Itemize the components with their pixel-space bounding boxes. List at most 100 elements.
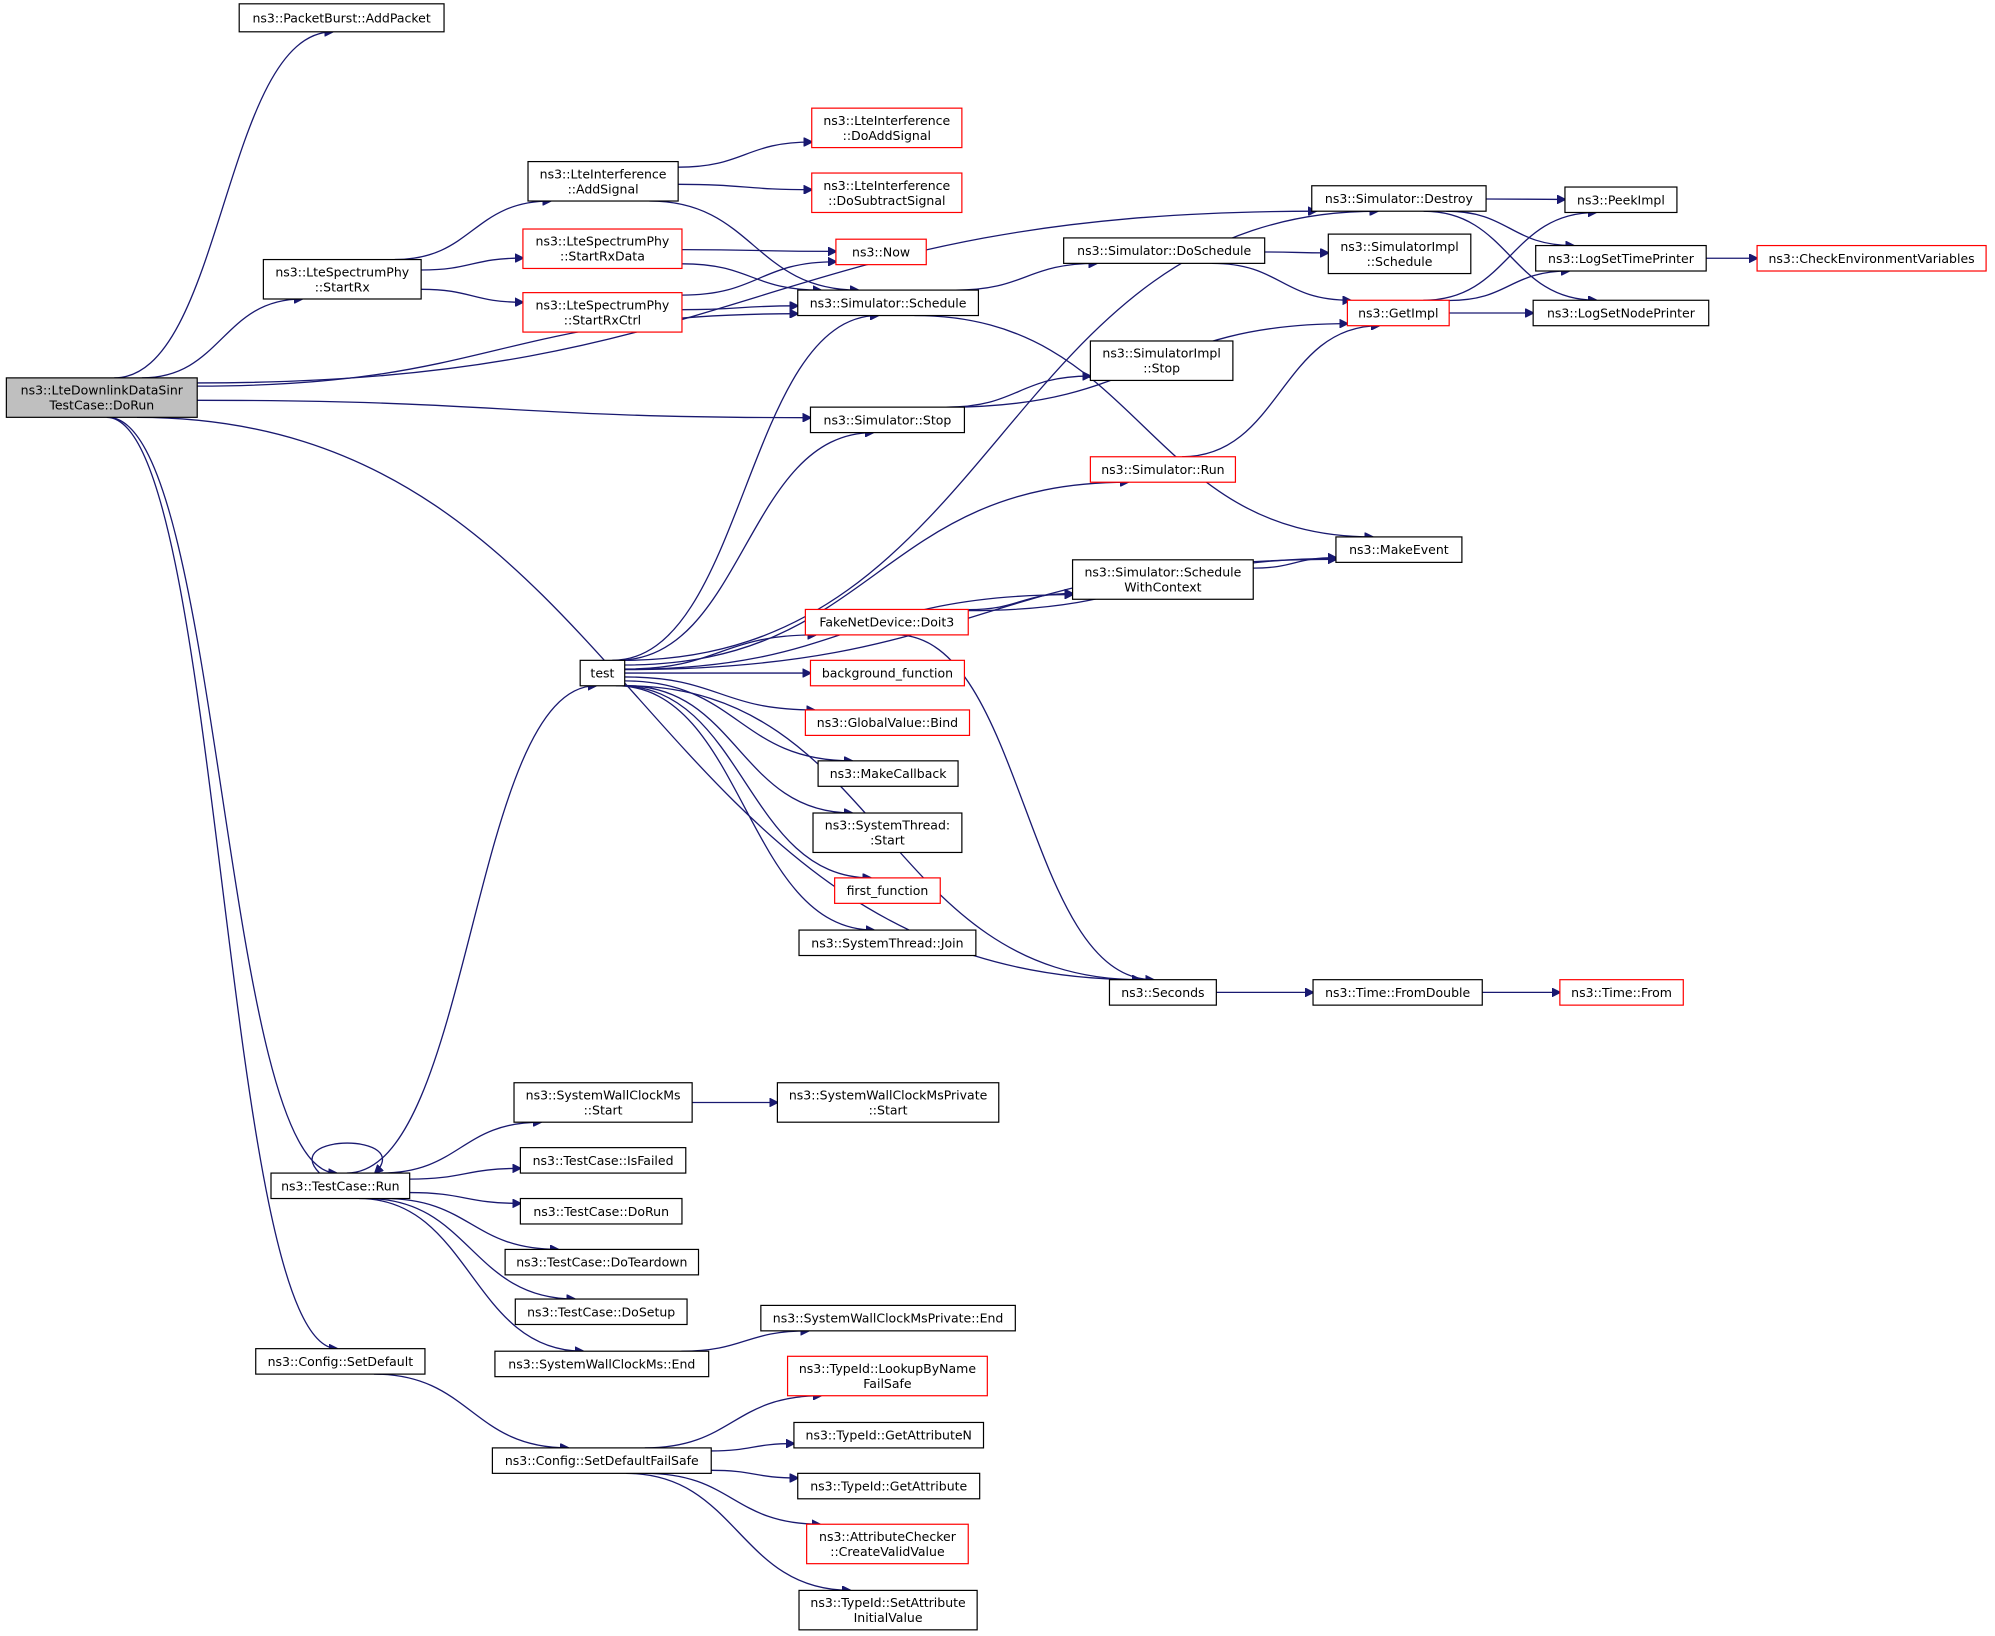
edge-root-to-destroy [197, 211, 1316, 384]
node-wcpstart[interactable]: ns3::SystemWallClockMsPrivate::Start [776, 1082, 1000, 1123]
node-dosubtract[interactable]: ns3::LteInterference::DoSubtractSignal [811, 172, 963, 214]
node-thjoin[interactable]: ns3::SystemThread::Join [798, 929, 977, 957]
node-gvbind[interactable]: ns3::GlobalValue::Bind [804, 709, 971, 737]
node-box [270, 1172, 411, 1200]
node-tcdorun[interactable]: ns3::TestCase::DoRun [519, 1197, 683, 1225]
node-box [522, 228, 683, 270]
node-startrx[interactable]: ns3::LteSpectrumPhy::StartRx [262, 258, 422, 300]
node-getattr[interactable]: ns3::TypeId::GetAttribute [797, 1472, 981, 1500]
node-box [1346, 299, 1450, 327]
node-box [797, 1472, 981, 1500]
node-box [776, 1082, 1000, 1123]
edge-doschedule-to-getimpl [1211, 262, 1351, 300]
node-checkenv[interactable]: ns3::CheckEnvironmentVariables [1756, 244, 1987, 272]
node-startrxdata[interactable]: ns3::LteSpectrumPhy::StartRxData [522, 228, 683, 270]
node-label: ns3::Time::FromDouble [1325, 985, 1470, 1000]
node-doit3[interactable]: FakeNetDevice::Doit3 [804, 608, 969, 636]
node-box [1089, 456, 1237, 483]
node-implstop[interactable]: ns3::SimulatorImpl::Stop [1089, 340, 1234, 382]
node-label: ns3::CheckEnvironmentVariables [1768, 251, 1974, 266]
edge-startrxctrl-to-schedule [681, 306, 798, 311]
node-label: :Start [870, 833, 905, 848]
node-label: ns3::MakeEvent [1349, 542, 1449, 557]
node-box [1559, 979, 1684, 1006]
node-box [504, 1248, 700, 1276]
node-doschedule[interactable]: ns3::Simulator::DoSchedule [1063, 237, 1266, 264]
edge-setdefaultfs-to-attrcheck [645, 1472, 819, 1524]
node-label: ::Stop [1143, 361, 1180, 376]
node-destroy[interactable]: ns3::Simulator::Destroy [1311, 185, 1487, 212]
node-wcend[interactable]: ns3::SystemWallClockMs::End [494, 1350, 710, 1378]
node-lognode[interactable]: ns3::LogSetNodePrinter [1532, 299, 1710, 327]
edge-root-to-tcrun [107, 416, 337, 1173]
node-setup[interactable]: ns3::TestCase::DoSetup [514, 1298, 688, 1326]
node-box [514, 1298, 688, 1326]
node-now[interactable]: ns3::Now [835, 238, 927, 266]
node-implschedule[interactable]: ns3::SimulatorImpl::Schedule [1327, 233, 1472, 275]
node-stop[interactable]: ns3::Simulator::Stop [809, 406, 966, 434]
edge-test-to-gvbind [624, 676, 815, 710]
node-label: ::DoSubtractSignal [828, 193, 945, 208]
node-thstart[interactable]: ns3::SystemThread::Start [812, 812, 963, 854]
node-wcstart[interactable]: ns3::SystemWallClockMs::Start [513, 1082, 693, 1123]
edge-tcrun-to-test [346, 686, 596, 1174]
node-box [793, 1421, 985, 1449]
node-getimpl[interactable]: ns3::GetImpl [1346, 299, 1450, 327]
node-peekimpl[interactable]: ns3::PeekImpl [1564, 186, 1678, 214]
node-schedule[interactable]: ns3::Simulator::Schedule [797, 289, 980, 317]
node-doaddsignal[interactable]: ns3::LteInterference::DoAddSignal [811, 107, 963, 149]
node-label: FailSafe [863, 1376, 912, 1391]
node-box [804, 608, 969, 636]
node-logtime[interactable]: ns3::LogSetTimePrinter [1535, 244, 1707, 272]
node-label: ns3::Config::SetDefaultFailSafe [505, 1453, 699, 1468]
node-label: ns3::SimulatorImpl [1102, 346, 1220, 361]
node-label: ns3::Simulator::Schedule [810, 295, 967, 310]
node-label: background_function [822, 666, 953, 681]
node-test[interactable]: test [579, 659, 626, 687]
node-from[interactable]: ns3::Time::From [1559, 979, 1684, 1006]
node-label: ns3::SystemWallClockMsPrivate::End [773, 1311, 1004, 1326]
node-label: ns3::Seconds [1121, 985, 1204, 1000]
edge-wcend-to-wcpend [681, 1331, 808, 1352]
node-makecallback[interactable]: ns3::MakeCallback [817, 760, 959, 787]
node-bgfunc[interactable]: background_function [809, 659, 966, 687]
edge-tcrun-to-teardown [383, 1197, 558, 1250]
node-fromdouble[interactable]: ns3::Time::FromDouble [1312, 979, 1483, 1006]
edge-stop-to-implstop [946, 376, 1090, 408]
node-label: ::DoAddSignal [843, 128, 931, 143]
node-setdefault[interactable]: ns3::Config::SetDefault [255, 1348, 426, 1375]
node-addpacket[interactable]: ns3::PacketBurst::AddPacket [238, 3, 445, 33]
edge-test-to-doit3 [624, 635, 816, 670]
node-run[interactable]: ns3::Simulator::Run [1089, 456, 1237, 483]
node-box [1089, 340, 1234, 382]
node-seconds[interactable]: ns3::Seconds [1108, 979, 1217, 1006]
node-attrcheck[interactable]: ns3::AttributeChecker::CreateValidValue [806, 1523, 969, 1565]
node-box [811, 172, 963, 214]
edge-setdefaultfs-to-setattr [626, 1472, 850, 1590]
node-label: ns3::TypeId::SetAttribute [810, 1595, 966, 1610]
node-layer: ns3::LteDownlinkDataSinrTestCase::DoRunn… [5, 3, 1987, 1631]
node-tcrun[interactable]: ns3::TestCase::Run [270, 1172, 411, 1200]
node-label: ns3::SystemWallClockMs [526, 1087, 681, 1102]
node-label: ns3::LogSetTimePrinter [1548, 251, 1695, 266]
node-teardown[interactable]: ns3::TestCase::DoTeardown [504, 1248, 700, 1276]
node-startrxctrl[interactable]: ns3::LteSpectrumPhy::StartRxCtrl [522, 292, 683, 333]
node-addsignal[interactable]: ns3::LteInterference::AddSignal [527, 160, 679, 202]
edge-test-to-thjoin [615, 685, 874, 930]
node-box [806, 1523, 969, 1565]
node-setdefaultfs[interactable]: ns3::Config::SetDefaultFailSafe [491, 1447, 712, 1474]
node-getattrn[interactable]: ns3::TypeId::GetAttributeN [793, 1421, 985, 1449]
node-firstfunc[interactable]: first_function [834, 877, 941, 904]
node-isfailed[interactable]: ns3::TestCase::IsFailed [519, 1147, 687, 1174]
node-makeevent[interactable]: ns3::MakeEvent [1335, 536, 1463, 563]
edge-startrxctrl-to-now [681, 262, 836, 296]
node-wcpend[interactable]: ns3::SystemWallClockMsPrivate::End [760, 1304, 1016, 1332]
edge-test-to-stop [616, 433, 873, 661]
node-label: ns3::SystemWallClockMsPrivate [789, 1087, 988, 1102]
edge-root-to-setdefault [106, 416, 338, 1348]
